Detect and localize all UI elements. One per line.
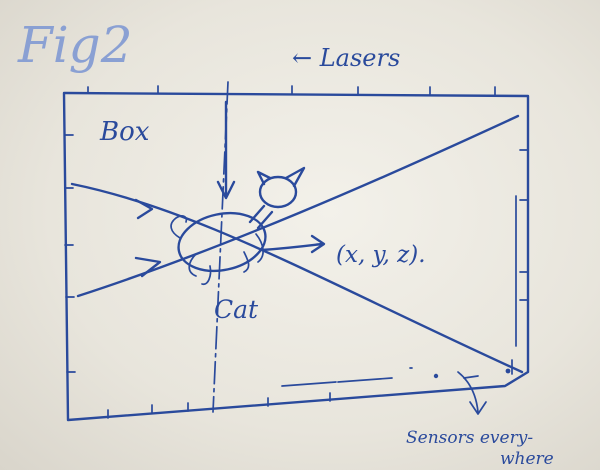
sensors-pointer-arrow [457,371,487,415]
cat-label: Cat [214,295,259,324]
laser-arrowhead-left-lower [134,256,162,278]
left-tick-marks [64,134,76,373]
coordinates-label: (x, y, z). [336,242,426,268]
laser-beam-ascending [76,114,520,298]
position-arrow [260,234,326,254]
box-label: Box [99,117,150,147]
bottom-tick-marks [107,392,331,419]
laser-arrowhead-left-upper [134,198,154,220]
sensor-marks [281,367,511,387]
cat-drawing [170,166,306,286]
laser-arrow-down [216,100,236,200]
top-tick-marks [87,85,496,96]
right-wall-sensors [511,195,517,375]
laser-beam-descending [70,182,524,374]
sensors-label-line2: where [500,449,554,469]
figure-title: Fig2 [17,16,133,74]
right-tick-marks [519,149,529,301]
lasers-label: ← Lasers [292,44,400,72]
box-outline [62,91,530,422]
sensors-label-line1: Sensors every- [406,428,533,448]
